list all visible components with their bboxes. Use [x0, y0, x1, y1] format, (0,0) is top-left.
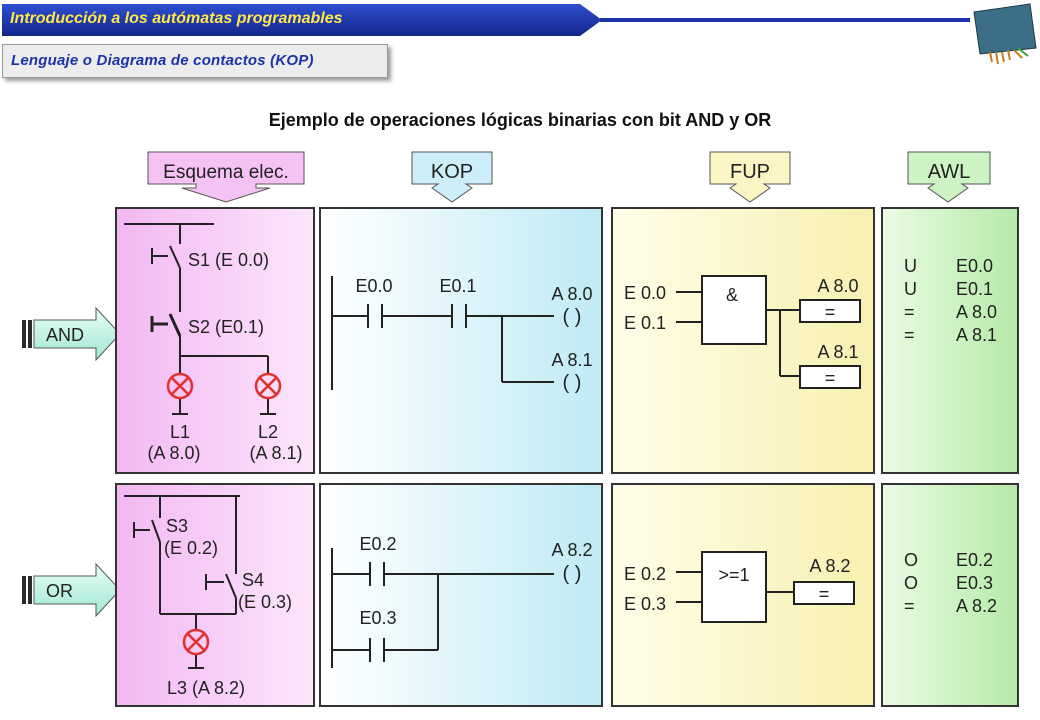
and-fup-in2: E 0.1: [624, 313, 666, 333]
subtitle-text: Lenguaje o Diagrama de contactos (KOP): [11, 52, 314, 69]
banner-shape: [2, 3, 1037, 65]
and-awl-op-1: U: [904, 279, 917, 299]
and-fup-block: [676, 275, 861, 389]
and-fup-out2: A 8.1: [817, 342, 858, 362]
and-fup-assign2: =: [825, 368, 836, 388]
page-title: Ejemplo de operaciones lógicas binarias …: [268, 110, 772, 130]
or-kop-contact1-label: E0.2: [359, 534, 396, 554]
header-awl: AWL: [907, 151, 991, 203]
l2-address: (A 8.1): [249, 443, 302, 463]
l2-label: L2: [258, 422, 278, 442]
s1-label: S1 (E 0.0): [188, 250, 269, 270]
and-awl-op-2: =: [904, 302, 915, 322]
l1-address: (A 8.0): [147, 443, 200, 463]
or-awl-list: O E0.2 O E0.3 = A 8.2: [904, 550, 997, 616]
and-awl-op-3: =: [904, 325, 915, 345]
or-side-label: OR: [46, 581, 73, 601]
and-awl-panel: [881, 207, 1019, 474]
or-awl-panel: [881, 483, 1019, 707]
or-kop-panel: [319, 483, 603, 707]
and-awl-list: U E0.0 U E0.1 = A 8.0 = A 8.1: [904, 256, 997, 345]
or-kop-contact2-label: E0.3: [359, 608, 396, 628]
and-kop-panel: [319, 207, 603, 474]
and-kop-coil1-label: A 8.0: [551, 284, 592, 304]
header-kop: KOP: [411, 151, 493, 203]
switch-s3-icon: [133, 519, 161, 543]
switch-s2-icon: [150, 313, 182, 337]
or-kop-ladder: [331, 548, 554, 668]
or-fup-gate: >=1: [718, 565, 749, 585]
and-kop-ladder: [331, 276, 554, 390]
header-esquema: Esquema elec.: [147, 151, 305, 203]
header-awl-label: AWL: [928, 161, 971, 183]
lamp-l2-icon: [254, 372, 282, 400]
and-fup-assign1: =: [825, 302, 836, 322]
switch-s1-icon: [151, 245, 181, 269]
or-awl-operand-1: E0.3: [956, 573, 993, 593]
and-awl-operand-0: E0.0: [956, 256, 993, 276]
and-kop-coil1-symbol: ( ): [563, 306, 582, 328]
or-awl-operand-2: A 8.2: [956, 596, 997, 616]
or-awl-operand-0: E0.2: [956, 550, 993, 570]
and-fup-out1: A 8.0: [817, 276, 858, 296]
and-fup-gate: &: [726, 285, 738, 305]
and-awl-operand-3: A 8.1: [956, 325, 997, 345]
or-schematic: [124, 495, 240, 669]
s4-address: (E 0.3): [238, 592, 292, 612]
s3-label: S3: [166, 516, 188, 536]
s4-label: S4: [242, 570, 264, 590]
or-kop-coil-symbol: ( ): [563, 563, 582, 585]
header-kop-label: KOP: [431, 161, 473, 183]
and-kop-coil2-label: A 8.1: [551, 350, 592, 370]
subtitle-box: Lenguaje o Diagrama de contactos (KOP): [2, 44, 388, 78]
s3-address: (E 0.2): [164, 538, 218, 558]
lamp-l3-icon: [182, 628, 210, 656]
l3-label: L3 (A 8.2): [167, 678, 245, 698]
or-fup-assign: =: [819, 584, 830, 604]
and-side-arrow: AND: [22, 306, 121, 362]
or-awl-op-2: =: [904, 596, 915, 616]
and-schematic-panel: [115, 207, 315, 474]
switch-s4-icon: [205, 573, 237, 599]
and-fup-in1: E 0.0: [624, 283, 666, 303]
header-banner: Introducción a los autómatas programable…: [0, 0, 1040, 90]
or-side-arrow: OR: [22, 562, 121, 618]
header-fup-label: FUP: [730, 161, 770, 183]
or-fup-out: A 8.2: [809, 556, 850, 576]
or-fup-block: [676, 551, 855, 623]
plc-icon: [973, 3, 1037, 65]
header-fup: FUP: [709, 151, 791, 203]
and-schematic: [124, 223, 276, 415]
and-awl-operand-2: A 8.0: [956, 302, 997, 322]
and-kop-contact1-label: E0.0: [355, 276, 392, 296]
or-fup-in1: E 0.2: [624, 564, 666, 584]
and-kop-contact2-label: E0.1: [439, 276, 476, 296]
and-awl-op-0: U: [904, 256, 917, 276]
l1-label: L1: [170, 422, 190, 442]
or-kop-coil-label: A 8.2: [551, 540, 592, 560]
and-awl-operand-1: E0.1: [956, 279, 993, 299]
or-schematic-panel: [115, 483, 315, 707]
s2-label: S2 (E0.1): [188, 317, 264, 337]
lamp-l1-icon: [166, 372, 194, 400]
or-fup-in2: E 0.3: [624, 594, 666, 614]
or-awl-op-1: O: [904, 573, 918, 593]
banner-title: Introducción a los autómatas programable…: [10, 10, 343, 27]
and-kop-coil2-symbol: ( ): [563, 372, 582, 394]
and-side-label: AND: [46, 325, 84, 345]
header-esquema-label: Esquema elec.: [163, 162, 289, 183]
or-awl-op-0: O: [904, 550, 918, 570]
